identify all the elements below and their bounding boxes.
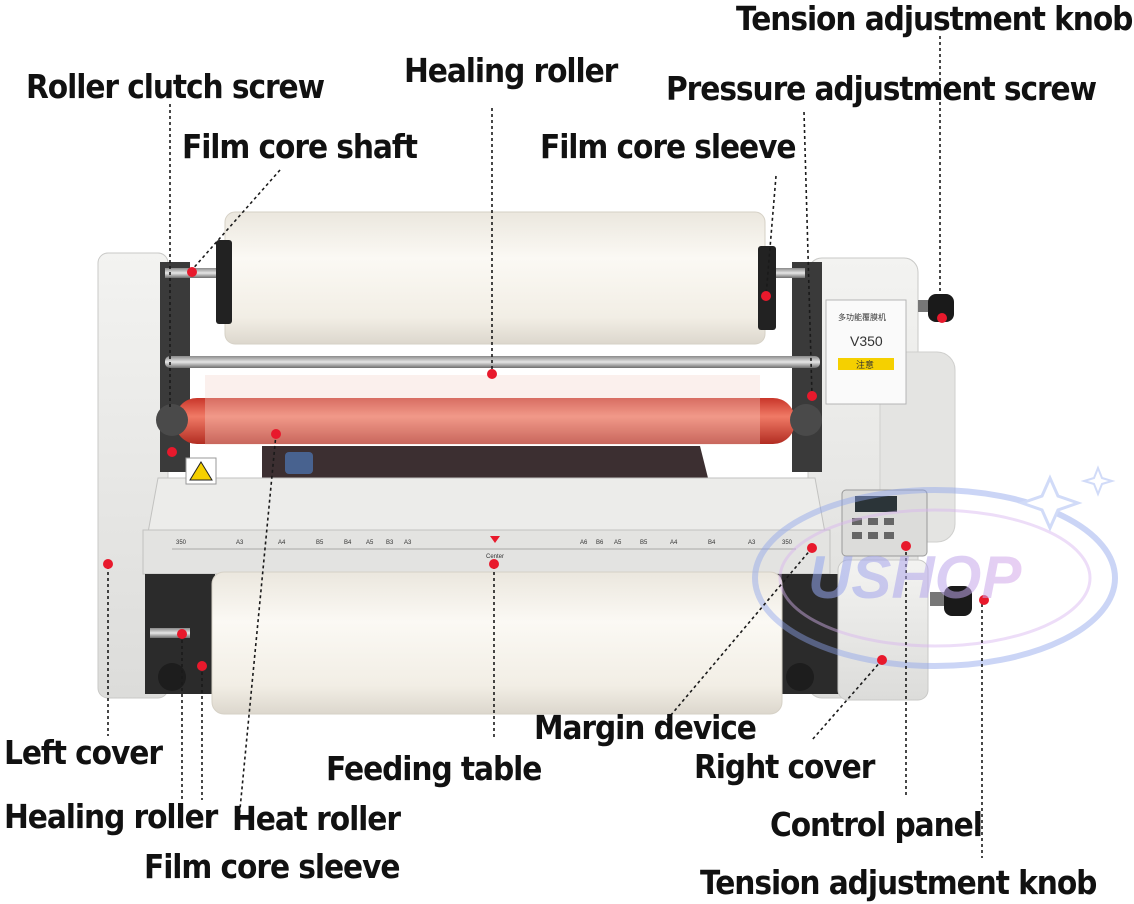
- marker-dot: [103, 559, 113, 569]
- warning-sticker: [185, 457, 217, 485]
- label-pressure-adjustment-screw: Pressure adjustment screw: [666, 69, 1097, 108]
- marker-dot: [187, 267, 197, 277]
- ruler-mark: A3: [748, 540, 756, 546]
- ruler-end-right: 350: [782, 540, 793, 546]
- leader-film-sleeve-top: [765, 175, 777, 297]
- label-left-cover: Left cover: [4, 733, 163, 772]
- label-film-core-sleeve-top: Film core sleeve: [540, 127, 797, 166]
- ruler-mark: B4: [708, 540, 716, 546]
- marker-dot: [807, 391, 817, 401]
- marker-dot: [807, 543, 817, 553]
- marker-dot: [489, 559, 499, 569]
- leader-film-sleeve-bottom: [237, 433, 277, 831]
- ruler-mark: A6: [580, 540, 588, 546]
- tension-knob-bottom-graphic: [930, 586, 972, 616]
- label-healing-roller-top: Healing roller: [404, 51, 618, 90]
- panel-title-text: 多功能覆膜机: [838, 312, 886, 322]
- ruler-mark: A5: [366, 540, 374, 546]
- ruler-mark: A4: [278, 540, 286, 546]
- sheet-logo: [285, 452, 313, 474]
- shop-watermark: [752, 465, 1118, 669]
- marker-dot: [979, 595, 989, 605]
- warning-plate: [838, 358, 894, 370]
- marker-dot: [271, 429, 281, 439]
- ruler-mark: B5: [640, 540, 648, 546]
- top-film-roll: [165, 211, 805, 345]
- ruler-mark: A5: [614, 540, 622, 546]
- label-feeding-table: Feeding table: [326, 749, 542, 788]
- marker-dot: [761, 291, 771, 301]
- ruler-mark: A4: [670, 540, 678, 546]
- leader-film-shaft: [189, 169, 281, 273]
- marker-dot: [177, 629, 187, 639]
- ruler-mark: A3: [404, 540, 412, 546]
- marker-dot: [937, 313, 947, 323]
- control-panel-graphic: [841, 489, 928, 557]
- label-tension-adjustment-knob-bottom: Tension adjustment knob: [700, 863, 1097, 902]
- marker-dots: [103, 267, 989, 671]
- tension-knob-top-graphic: [918, 294, 954, 322]
- ruler-mark: B5: [316, 540, 324, 546]
- ruler-mark: A3: [236, 540, 244, 546]
- ruler-mark: B6: [596, 540, 604, 546]
- model-text: V350: [850, 333, 883, 349]
- label-margin-device: Margin device: [534, 708, 757, 747]
- marker-dot: [197, 661, 207, 671]
- marker-dot: [877, 655, 887, 665]
- label-tension-adjustment-knob-top: Tension adjustment knob: [736, 0, 1133, 38]
- label-control-panel: Control panel: [770, 805, 983, 844]
- bottom-film-roll: [145, 571, 840, 715]
- watermark-text: USHOP: [808, 544, 1022, 611]
- label-healing-roller-bottom: Healing roller: [4, 797, 218, 836]
- label-film-core-sleeve-bottom: Film core sleeve: [144, 847, 401, 886]
- leader-pressure: [803, 111, 813, 397]
- label-right-cover: Right cover: [694, 747, 875, 786]
- film-sheet: [262, 446, 708, 478]
- heat-roller-graphic: [156, 375, 822, 445]
- leader-lines: [107, 36, 983, 858]
- label-film-core-shaft: Film core shaft: [182, 127, 418, 166]
- label-heat-roller: Heat roller: [232, 799, 401, 838]
- feeding-table-graphic: [142, 477, 831, 575]
- center-mark-text: Center: [486, 554, 504, 560]
- label-roller-clutch-screw: Roller clutch screw: [26, 67, 325, 106]
- ruler-mark: B3: [386, 540, 394, 546]
- warning-title-text: 注意: [856, 359, 874, 370]
- marker-dot: [901, 541, 911, 551]
- ruler-mark: B4: [344, 540, 352, 546]
- ruler-end-left: 350: [176, 540, 187, 546]
- marker-dot: [487, 369, 497, 379]
- marker-dot: [167, 447, 177, 457]
